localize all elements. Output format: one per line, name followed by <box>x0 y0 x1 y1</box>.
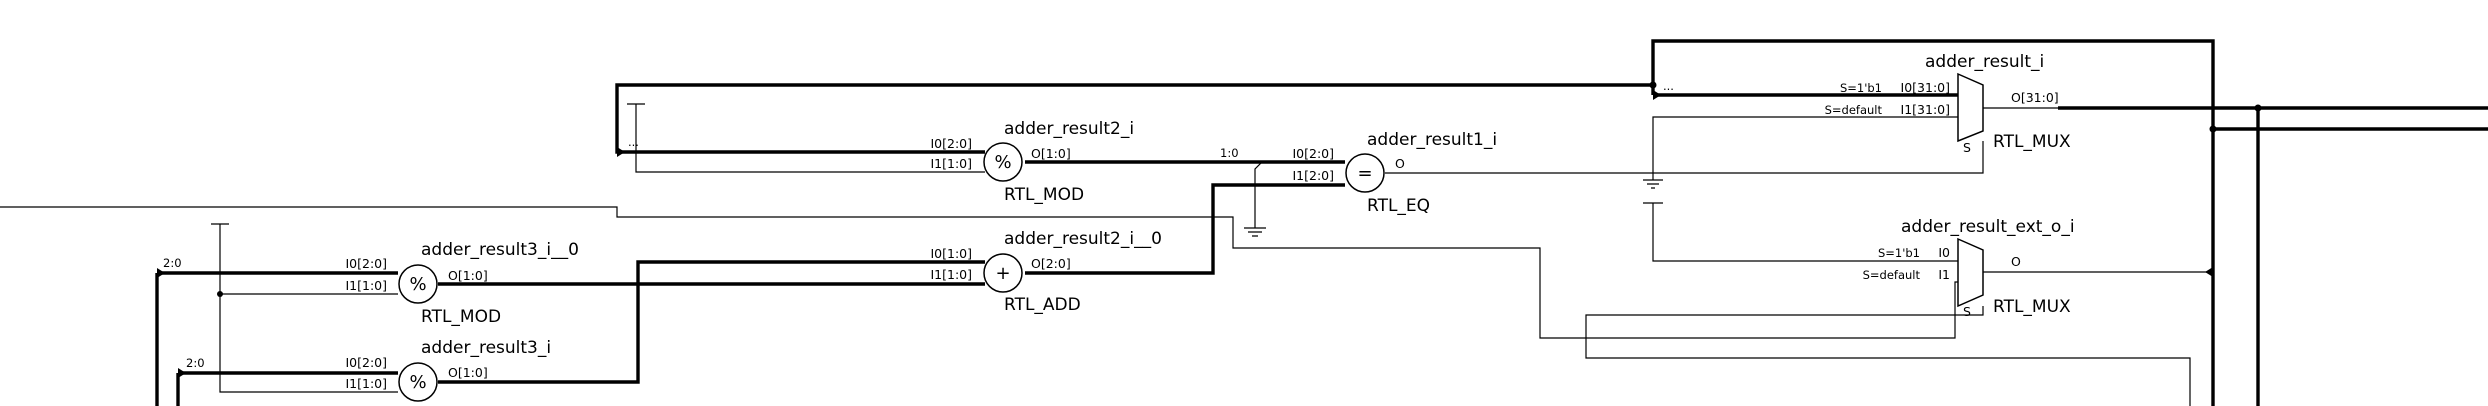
cell-adder-result3-i[interactable]: % adder_result3_i I0[2:0] I1[1:0] O[1:0] <box>345 338 551 402</box>
wire-add-out[interactable] <box>1025 183 1345 275</box>
port-out: O[1:0] <box>448 268 488 283</box>
wires <box>0 39 2488 406</box>
wire-top-frame[interactable] <box>1651 39 2215 406</box>
operator-symbol: % <box>409 372 426 393</box>
port-in1: I1[1:0] <box>930 267 972 282</box>
port-in1: I1[1:0] <box>345 376 387 391</box>
wire-ext-long[interactable] <box>0 206 1958 339</box>
cell-type: RTL_MOD <box>1004 185 1084 205</box>
port-out: O[31:0] <box>2011 90 2059 105</box>
operator-symbol: % <box>994 152 1011 173</box>
port-in0: I0[2:0] <box>1292 146 1334 161</box>
slice-label: ... <box>628 135 639 149</box>
cell-name: adder_result3_i__0 <box>421 240 579 260</box>
slice-label: 2:0 <box>186 356 205 370</box>
cell-name: adder_result2_i__0 <box>1004 229 1162 249</box>
ground-icon <box>1244 227 1266 237</box>
mux-cond1: S=default <box>1825 103 1883 117</box>
mux-cond1: S=default <box>1863 268 1921 282</box>
port-out: O[1:0] <box>448 365 488 380</box>
port-sel: S <box>1963 304 1971 319</box>
cell-name: adder_result2_i <box>1004 119 1134 139</box>
cell-adder-result2-i-0[interactable]: + adder_result2_i__0 RTL_ADD I0[1:0] I1[… <box>930 229 1161 315</box>
cell-name: adder_result_ext_o_i <box>1901 217 2075 237</box>
port-in0: I0[31:0] <box>1901 80 1950 95</box>
port-in1: I1[31:0] <box>1901 102 1950 117</box>
cell-type: RTL_ADD <box>1004 295 1081 315</box>
cell-type: RTL_MOD <box>421 307 501 327</box>
slice-label: 1:0 <box>1220 146 1239 160</box>
net-labels: ... ... 1:0 2:0 2:0 <box>163 79 1674 370</box>
slice-label: ... <box>1663 79 1674 93</box>
port-in1: I1[1:0] <box>345 278 387 293</box>
cell-name: adder_result_i <box>1925 52 2044 72</box>
port-out: O <box>1395 156 1405 171</box>
slice-label: 2:0 <box>163 256 182 270</box>
mux-cond0: S=1'b1 <box>1878 246 1920 260</box>
wire-ext-sel[interactable] <box>1585 306 2191 406</box>
port-in1: I1[1:0] <box>930 156 972 171</box>
wire-mux1-i1[interactable] <box>1652 116 1958 180</box>
port-in0: I0[2:0] <box>930 136 972 151</box>
operator-symbol: + <box>995 263 1010 284</box>
wire-mod3b-out[interactable] <box>438 260 985 384</box>
port-in0: I0[1:0] <box>930 246 972 261</box>
port-out: O[2:0] <box>1031 256 1071 271</box>
port-in0: I0[2:0] <box>345 256 387 271</box>
cell-adder-result3-i-0[interactable]: % adder_result3_i__0 RTL_MOD I0[2:0] I1[… <box>345 240 578 327</box>
port-out: O <box>2011 254 2021 269</box>
junctions <box>217 81 2262 297</box>
wire-eq-tap[interactable] <box>1254 161 1345 228</box>
cell-adder-result2-i[interactable]: % adder_result2_i RTL_MOD I0[2:0] I1[1:0… <box>930 119 1134 205</box>
cell-type: RTL_EQ <box>1367 196 1430 216</box>
cell-name: adder_result3_i <box>421 338 551 358</box>
wire-mod3a-i1[interactable] <box>219 224 398 393</box>
port-in1: I1 <box>1938 267 1950 282</box>
cell-adder-result-ext-o-i[interactable]: adder_result_ext_o_i RTL_MUX S=1'b1 S=de… <box>1863 217 2075 319</box>
wire-top-loop[interactable] <box>615 83 1653 154</box>
cell-name: adder_result1_i <box>1367 130 1497 150</box>
cell-adder-result-i[interactable]: adder_result_i RTL_MUX S=1'b1 S=default … <box>1825 52 2071 155</box>
port-sel: S <box>1963 140 1971 155</box>
wire-arrows <box>157 90 2213 378</box>
port-in0: I0 <box>1938 245 1950 260</box>
cell-type: RTL_MUX <box>1993 297 2071 317</box>
cell-adder-result1-i[interactable]: = adder_result1_i RTL_EQ I0[2:0] I1[2:0]… <box>1292 130 1497 216</box>
port-in1: I1[2:0] <box>1292 168 1334 183</box>
wire-mod2-i1[interactable] <box>635 104 985 173</box>
operator-symbol: % <box>409 274 426 295</box>
wire-ext-i0[interactable] <box>1652 203 1958 262</box>
wire-eq-out[interactable] <box>1385 141 1984 174</box>
ground-icon <box>1643 179 1663 189</box>
port-in0: I0[2:0] <box>345 355 387 370</box>
mux-cond0: S=1'b1 <box>1840 81 1882 95</box>
operator-symbol: = <box>1357 163 1372 184</box>
port-out: O[1:0] <box>1031 146 1071 161</box>
tie-offs <box>211 103 1663 237</box>
cell-type: RTL_MUX <box>1993 132 2071 152</box>
